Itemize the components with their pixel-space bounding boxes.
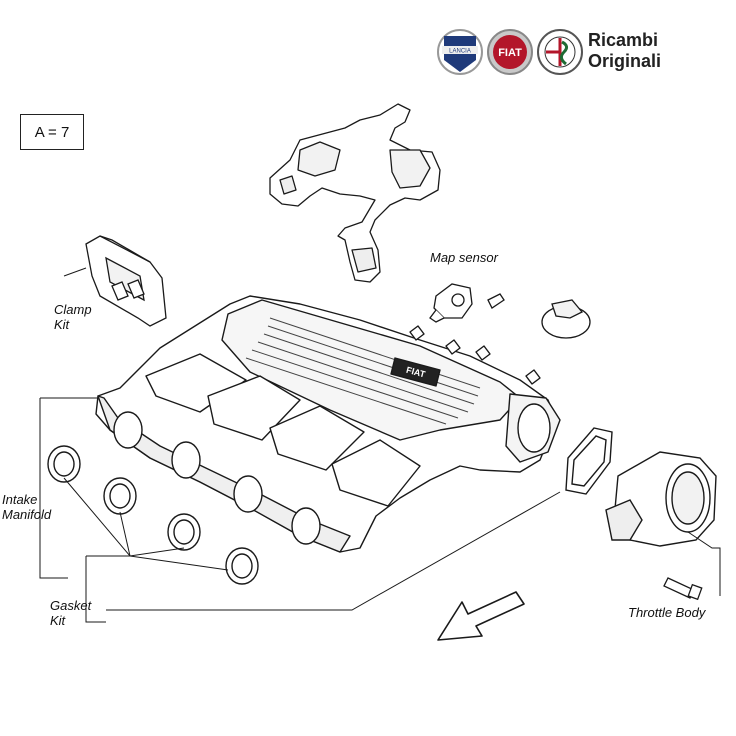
vacuum-cap-part xyxy=(541,299,591,339)
gasket-ring xyxy=(225,547,259,585)
intake-manifold-part xyxy=(95,295,561,553)
map-sensor-part xyxy=(429,283,505,323)
gasket-ring xyxy=(47,445,81,483)
brand-line1: Ricambi xyxy=(588,30,659,50)
svg-text:FIAT: FIAT xyxy=(498,47,522,59)
throttle-body-part xyxy=(605,451,717,547)
brand-line2: Originali xyxy=(588,51,662,71)
direction-arrow-icon xyxy=(437,591,525,641)
label-clamp-kit-line2: Kit xyxy=(54,317,70,332)
svg-text:LANCIA: LANCIA xyxy=(449,49,471,55)
label-intake-manifold-line2: Manifold xyxy=(2,507,52,522)
bracket-assembly xyxy=(269,103,441,283)
brand-title: Ricambi Originali xyxy=(588,30,661,72)
leader-lines xyxy=(39,267,721,623)
alfa-romeo-logo xyxy=(537,29,583,75)
label-clamp-kit: Clamp Kit xyxy=(54,302,92,332)
label-intake-manifold: Intake Manifold xyxy=(2,492,51,522)
gasket-ring xyxy=(103,477,137,515)
throttle-bolt xyxy=(663,577,703,601)
label-clamp-kit-line1: Clamp xyxy=(54,302,92,317)
label-throttle-body: Throttle Body xyxy=(628,605,706,620)
label-gasket-kit: Gasket Kit xyxy=(50,598,91,628)
label-gasket-kit-line2: Kit xyxy=(50,613,66,628)
label-map-sensor: Map sensor xyxy=(430,250,498,265)
label-gasket-kit-line1: Gasket xyxy=(50,598,92,613)
manifold-badge: FIAT xyxy=(405,365,427,380)
throttle-gasket xyxy=(565,427,613,495)
gasket-ring xyxy=(167,513,201,551)
label-intake-manifold-line1: Intake xyxy=(2,492,38,507)
fiat-logo: FIAT xyxy=(487,29,533,75)
clamp-kit-part xyxy=(85,235,167,327)
scale-indicator: A = 7 xyxy=(20,114,84,150)
lancia-logo: LANCIA xyxy=(437,29,483,75)
